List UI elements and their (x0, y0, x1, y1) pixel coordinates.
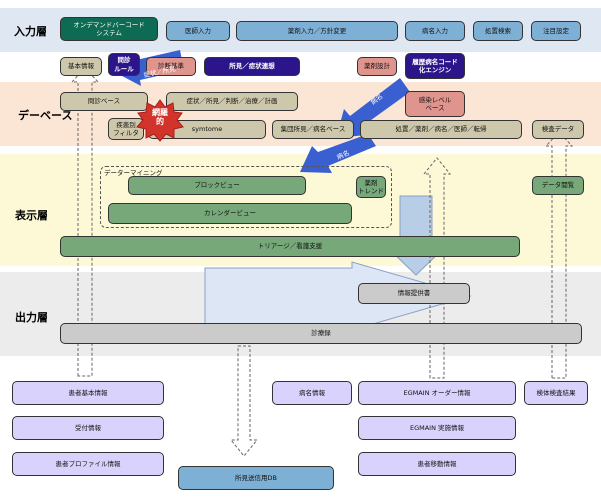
disease-info-box: 病名情報 (272, 381, 352, 405)
group-finding-base-box: 集団所見／病名ベース (272, 120, 354, 139)
specimen-result-box: 検体検査結果 (524, 381, 588, 405)
calendar-view-box: カレンダービュー (108, 203, 352, 224)
info-letter-box: 情報提供書 (358, 283, 470, 304)
egmain-order-box: EGMAIN オーダー情報 (358, 381, 516, 405)
drug-trend-box: 薬剤 トレンド (356, 176, 386, 198)
block-view-box: ブロックビュー (128, 176, 306, 195)
net-badge-shape (136, 99, 184, 142)
infection-base-box: 感染レベル ベース (405, 91, 465, 117)
data-view-box: データ閲覧 (532, 176, 584, 195)
patient-move-box: 患者移動情報 (358, 452, 516, 476)
drug-input-box: 薬剤入力／方針変更 (236, 21, 398, 41)
drug-design-box: 薬剤設計 (357, 57, 397, 76)
data-mining-label: データーマイニング (104, 169, 163, 177)
inquiry-rule-box: 問診 ルール (108, 53, 140, 76)
symptom-plan-box: 症状／所見／判断／治療／計画 (166, 92, 298, 111)
display-layer-label: 表示層 (15, 209, 48, 222)
finding-send-db-box: 所見送信用DB (178, 466, 334, 490)
finding-association-box: 所見／症状連想 (204, 57, 300, 76)
triage-box: トリアージ／看護支援 (60, 236, 520, 257)
reception-info-box: 受付情報 (12, 416, 164, 440)
doctor-input-box: 医師入力 (166, 21, 230, 41)
input-layer-label: 入力層 (14, 25, 47, 38)
arrow-label-disease-1: 病名 (369, 91, 385, 106)
inquiry-base-box: 問診ベース (60, 92, 148, 111)
focus-setting-box: 注目設定 (531, 21, 581, 41)
finding-search-box: 処置検索 (473, 21, 523, 41)
basic-info-box: 基本情報 (60, 57, 102, 76)
disease-input-box: 病名入力 (405, 21, 465, 41)
egmain-exec-box: EGMAIN 実施情報 (358, 416, 516, 440)
patient-profile-box: 患者プロファイル情報 (12, 452, 164, 476)
output-layer-label: 出力層 (15, 311, 48, 324)
net-badge-label: 網羅 的 (152, 108, 168, 127)
treatment-base-box: 処置／薬剤／病名／医師／転帰 (360, 120, 522, 139)
medical-record-box: 診療録 (60, 323, 582, 344)
order-barcode-system-box: オンデマンドバーコード システム (60, 17, 158, 41)
diag-criteria-box: 診断基準 (146, 57, 196, 76)
arrow-label-disease-2: 病名 (335, 148, 351, 162)
disease-code-engine-box: 履歴病名コード 化エンジン (405, 53, 465, 79)
patient-basic-info-box: 患者基本情報 (12, 381, 164, 405)
lab-data-box: 検査データ (532, 120, 584, 139)
arrow-label-finding: 症状／所見 (143, 64, 177, 80)
disease-filter-box: 疾患別 フィルタ (108, 118, 144, 140)
data-mining-region (100, 166, 392, 228)
db-layer-label: デーベース (18, 109, 73, 122)
